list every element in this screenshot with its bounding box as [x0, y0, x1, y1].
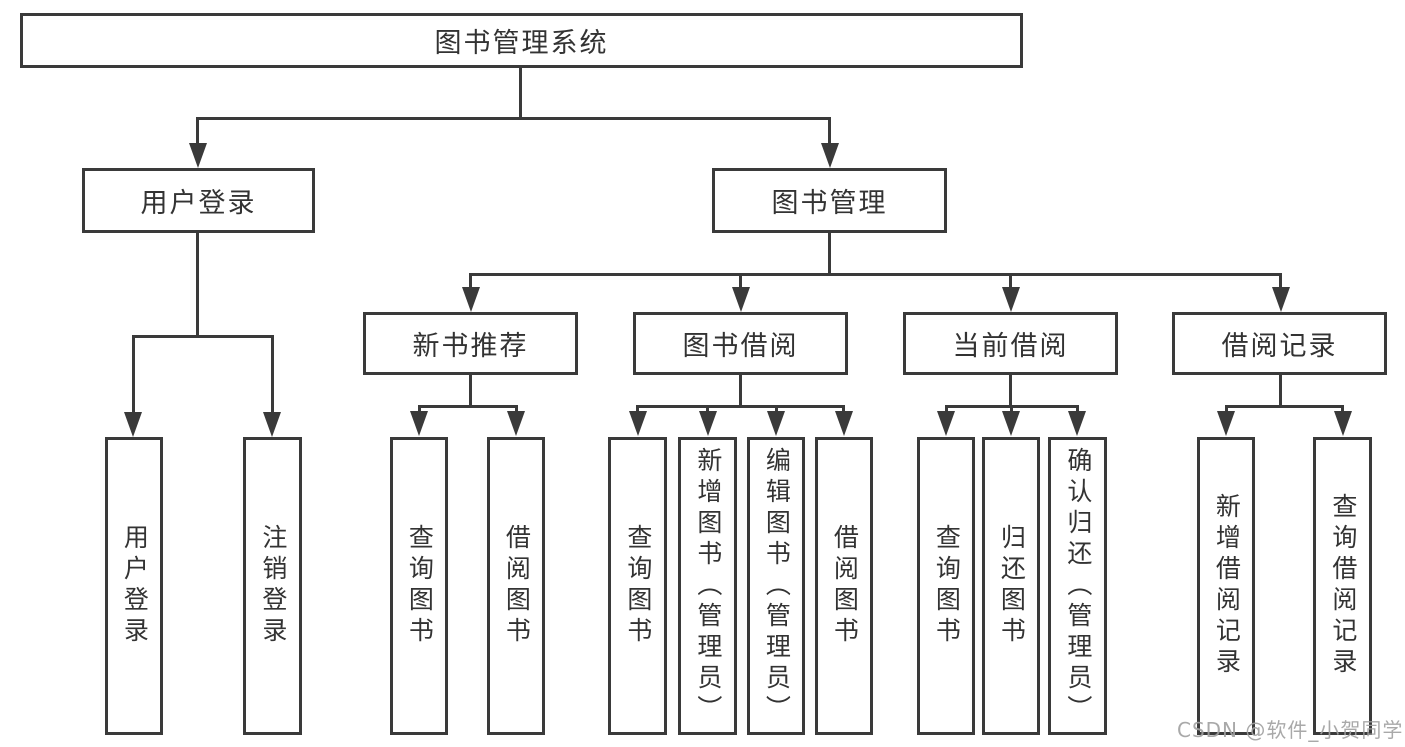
leaf-borrow-book: 借阅图书 [815, 437, 873, 735]
node-label: 确认归还（管理员） [1063, 446, 1093, 726]
node-label: 新书推荐 [412, 331, 529, 362]
connector-line [1341, 405, 1344, 416]
arrow-down-icon [767, 411, 785, 436]
node-label: 当前借阅 [952, 331, 1069, 362]
connector-line [519, 68, 522, 118]
node-label: 图书管理系统 [434, 28, 609, 59]
arrow-down-icon [629, 411, 647, 436]
arrow-down-icon [1334, 411, 1352, 436]
connector-line [1009, 375, 1012, 405]
node-library-system: 图书管理系统 [20, 13, 1023, 68]
arrow-down-icon [507, 411, 525, 436]
connector-line [1009, 273, 1012, 292]
node-label: 查询图书 [932, 524, 962, 648]
connector-line [271, 335, 274, 417]
connector-line [418, 405, 421, 416]
connector-line [196, 233, 199, 335]
leaf-user-login: 用户登录 [105, 437, 163, 735]
node-label: 注销登录 [258, 524, 288, 648]
leaf-query-book-borrow: 查询图书 [608, 437, 667, 735]
arrow-down-icon [821, 143, 839, 168]
connector-line [1279, 375, 1282, 405]
arrow-down-icon [937, 411, 955, 436]
node-user-login: 用户登录 [82, 168, 315, 233]
arrow-down-icon [699, 411, 717, 436]
connector-line [469, 375, 472, 405]
connector-line [1279, 273, 1282, 292]
arrow-down-icon [124, 412, 142, 437]
arrow-down-icon [1272, 287, 1290, 312]
connector-line [132, 335, 274, 338]
node-new-book-recommend: 新书推荐 [363, 312, 578, 375]
connector-line [196, 117, 199, 148]
node-label: 查询图书 [623, 524, 653, 648]
connector-line [469, 273, 1282, 276]
node-label: 借阅图书 [830, 524, 860, 648]
leaf-borrow-book-recommend: 借阅图书 [487, 437, 545, 735]
connector-line [775, 405, 778, 416]
node-borrow-records: 借阅记录 [1172, 312, 1387, 375]
node-label: 图书管理 [771, 188, 888, 219]
arrow-down-icon [189, 143, 207, 168]
node-label: 用户登录 [140, 188, 257, 219]
connector-line [828, 233, 831, 273]
node-current-borrow: 当前借阅 [903, 312, 1118, 375]
node-label: 查询借阅记录 [1328, 493, 1358, 679]
arrow-down-icon [263, 412, 281, 437]
node-label: 借阅记录 [1221, 331, 1338, 362]
connector-line [842, 405, 845, 416]
connector-line [196, 117, 831, 120]
node-label: 借阅图书 [502, 524, 532, 648]
connector-line [739, 273, 742, 292]
node-book-management: 图书管理 [712, 168, 947, 233]
connector-line [418, 405, 518, 408]
leaf-confirm-return-admin: 确认归还（管理员） [1048, 437, 1107, 735]
leaf-add-book-admin: 新增图书（管理员） [678, 437, 737, 735]
leaf-return-book: 归还图书 [982, 437, 1040, 735]
arrow-down-icon [462, 287, 480, 312]
leaf-add-borrow-record: 新增借阅记录 [1197, 437, 1255, 735]
arrow-down-icon [410, 411, 428, 436]
leaf-query-borrow-record: 查询借阅记录 [1313, 437, 1372, 735]
arrow-down-icon [835, 411, 853, 436]
connector-line [515, 405, 518, 416]
node-label: 用户登录 [120, 524, 150, 648]
connector-line [1225, 405, 1344, 408]
connector-line [739, 375, 742, 405]
connector-line [706, 405, 709, 416]
connector-line [636, 405, 639, 416]
leaf-query-book-recommend: 查询图书 [390, 437, 448, 735]
arrow-down-icon [732, 287, 750, 312]
arrow-down-icon [1002, 287, 1020, 312]
connector-line [1076, 405, 1079, 416]
csdn-watermark: CSDN @软件_小贺同学 [1177, 718, 1404, 742]
arrow-down-icon [1217, 411, 1235, 436]
connector-line [132, 335, 135, 417]
node-label: 图书借阅 [682, 331, 799, 362]
leaf-logout: 注销登录 [243, 437, 302, 735]
connector-line [945, 405, 948, 416]
connector-line [469, 273, 472, 292]
node-label: 新增借阅记录 [1212, 493, 1242, 679]
node-book-borrow: 图书借阅 [633, 312, 848, 375]
arrow-down-icon [1068, 411, 1086, 436]
node-label: 归还图书 [997, 524, 1027, 648]
leaf-edit-book-admin: 编辑图书（管理员） [747, 437, 805, 735]
connector-line [1010, 405, 1013, 416]
arrow-down-icon [1002, 411, 1020, 436]
connector-line [828, 117, 831, 148]
leaf-query-book-current: 查询图书 [917, 437, 975, 735]
node-label: 编辑图书（管理员） [762, 446, 792, 726]
connector-line [1225, 405, 1228, 416]
node-label: 新增图书（管理员） [693, 446, 723, 726]
connector-line [636, 405, 845, 408]
node-label: 查询图书 [405, 524, 435, 648]
